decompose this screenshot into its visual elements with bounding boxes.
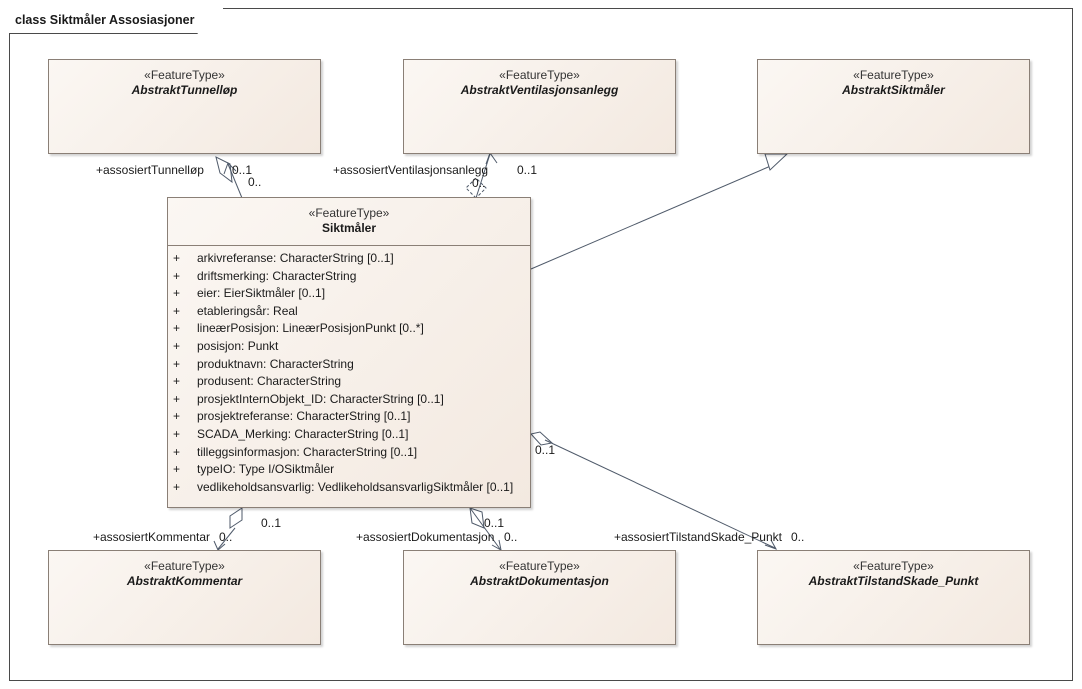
attribute-row: + produktnavn: CharacterString	[168, 356, 530, 374]
class-name: AbstraktKommentar	[126, 574, 243, 588]
association-line-dokumentasjon	[469, 507, 501, 550]
role-label-kommentar: +assosiertKommentar	[93, 530, 211, 544]
aggregation-dokumentasjon	[469, 507, 485, 529]
class-abstrakt-siktmaler[interactable]: «FeatureType» AbstraktSiktmåler	[757, 59, 1030, 154]
visibility-marker: +	[173, 356, 181, 371]
role-label-dokumentasjon: +assosiertDokumentasjon	[356, 530, 495, 544]
aggregation-tunnellop	[215, 156, 233, 184]
attribute-row: + eier: EierSiktmåler [0..1]	[168, 285, 530, 303]
visibility-marker: +	[173, 426, 181, 441]
visibility-marker: +	[173, 444, 181, 459]
attribute-list: +arkivreferanse: CharacterString [0..1] …	[168, 246, 530, 496]
association-line-tilstandskade	[544, 439, 776, 549]
visibility-marker: +	[173, 374, 181, 389]
class-name: AbstraktTunnelløp	[131, 83, 238, 97]
multiplicity-target-tunnellop: 0..1	[232, 163, 253, 177]
diagram-title: class Siktmåler Assosiasjoner	[9, 8, 223, 33]
attribute-text: typeIO: Type I/OSiktmåler	[197, 462, 335, 477]
class-name: AbstraktVentilasjonsanlegg	[460, 83, 619, 97]
attribute-row: + SCADA_Merking: CharacterString [0..1]	[168, 426, 530, 444]
attribute-row: + produsent: CharacterString	[168, 373, 530, 391]
class-abstrakt-dokumentasjon[interactable]: «FeatureType» AbstraktDokumentasjon	[403, 550, 676, 645]
attribute-row: + arkivreferanse: CharacterString [0..1]	[168, 250, 530, 268]
class-abstrakt-ventilasjonsanlegg[interactable]: «FeatureType» AbstraktVentilasjonsanlegg	[403, 59, 676, 154]
multiplicity-source-dokumentasjon: 0..1	[484, 516, 505, 530]
class-name: AbstraktTilstandSkade_Punkt	[808, 574, 979, 588]
attribute-text: SCADA_Merking: CharacterString [0..1]	[197, 426, 409, 441]
attribute-row: + etableringsår: Real	[168, 303, 530, 321]
class-abstrakt-kommentar[interactable]: «FeatureType» AbstraktKommentar	[48, 550, 321, 645]
attribute-text: driftsmerking: CharacterString	[197, 268, 357, 283]
visibility-marker: +	[173, 286, 181, 301]
attribute-text: produsent: CharacterString	[197, 374, 342, 389]
role-label-tunnellop: +assosiertTunnelløp	[96, 163, 204, 177]
stereotype-label: «FeatureType»	[144, 559, 225, 573]
class-abstrakt-tilstandskade-punkt[interactable]: «FeatureType» AbstraktTilstandSkade_Punk…	[757, 550, 1030, 645]
attribute-row: + lineærPosisjon: LineærPosisjonPunkt [0.…	[168, 320, 530, 338]
visibility-marker: +	[173, 338, 181, 353]
attribute-text: prosjektInternObjekt_ID: CharacterString…	[197, 391, 444, 406]
visibility-marker: +	[173, 303, 181, 318]
association-line-ventilasjon	[475, 153, 491, 199]
visibility-marker: +	[173, 479, 181, 494]
aggregation-ventilasjon	[465, 177, 487, 199]
aggregation-kommentar	[229, 507, 243, 529]
stereotype-label: «FeatureType»	[308, 206, 390, 220]
stereotype-label: «FeatureType»	[853, 68, 934, 82]
class-name: Siktmåler	[321, 221, 377, 235]
stereotype-label: «FeatureType»	[499, 68, 580, 82]
stereotype-label: «FeatureType»	[853, 559, 934, 573]
stereotype-label: «FeatureType»	[499, 559, 580, 573]
visibility-marker: +	[173, 462, 181, 477]
aggregation-tilstandskade	[530, 431, 554, 446]
multiplicity-source-tilstandskade: 0..1	[535, 443, 556, 457]
multiplicity-target-dokumentasjon: 0..	[504, 530, 518, 544]
generalization-line	[530, 164, 774, 270]
diagram-frame	[9, 8, 1073, 681]
class-abstrakt-tunnellop[interactable]: «FeatureType» AbstraktTunnelløp	[48, 59, 321, 154]
role-label-ventilasjon: +assosiertVentilasjonsanlegg	[333, 163, 489, 177]
multiplicity-source-ventilasjon: 0..	[472, 176, 486, 190]
attribute-row: + prosjektInternObjekt_ID: CharacterStrin…	[168, 391, 530, 409]
attribute-text: arkivreferanse: CharacterString [0..1]	[197, 251, 394, 265]
attribute-row: + vedlikeholdsansvarlig: Vedlikeholdsansv…	[168, 479, 530, 497]
attribute-text: tilleggsinformasjon: CharacterString [0.…	[197, 444, 418, 459]
attribute-row: + driftsmerking: CharacterString	[168, 268, 530, 286]
attribute-text: etableringsår: Real	[197, 303, 298, 318]
attribute-row: + posisjon: Punkt	[168, 338, 530, 356]
association-line-kommentar	[217, 527, 236, 550]
visibility-marker: +	[173, 268, 181, 283]
attribute-text: eier: EierSiktmåler [0..1]	[197, 286, 326, 301]
class-name: AbstraktSiktmåler	[842, 83, 945, 97]
class-siktmaler[interactable]: «FeatureType» Siktmåler + arkivreferanse:…	[167, 197, 531, 508]
attribute-text: vedlikeholdsansvarlig: Vedlikeholdsansva…	[197, 479, 514, 494]
class-name: AbstraktDokumentasjon	[470, 574, 609, 588]
arrowhead-tilstandskade	[764, 539, 778, 550]
multiplicity-target-kommentar: 0..	[219, 530, 233, 544]
visibility-marker: +	[173, 321, 181, 336]
stereotype-label: «FeatureType»	[144, 68, 225, 82]
attribute-text: posisjon: Punkt	[197, 338, 279, 353]
attribute-row: + prosjektreferanse: CharacterString [0..…	[168, 408, 530, 426]
attribute-row: + tilleggsinformasjon: CharacterString [0…	[168, 444, 530, 462]
visibility-marker: +	[173, 391, 181, 406]
attribute-text: prosjektreferanse: CharacterString [0..1…	[197, 409, 411, 424]
visibility-marker: +	[173, 251, 181, 265]
attribute-row: + typeIO: Type I/OSiktmåler	[168, 461, 530, 479]
multiplicity-target-ventilasjon: 0..1	[517, 163, 538, 177]
multiplicity-target-tilstandskade: 0..	[791, 530, 805, 544]
generalization-triangle	[764, 153, 789, 171]
attribute-text: produktnavn: CharacterString	[197, 356, 354, 371]
multiplicity-source-tunnellop: 0..	[248, 175, 262, 189]
attribute-text: lineærPosisjon: LineærPosisjonPunkt [0..…	[197, 321, 424, 336]
visibility-marker: +	[173, 409, 181, 424]
attribute-separator	[168, 245, 530, 246]
multiplicity-source-kommentar: 0..1	[261, 516, 282, 530]
role-label-tilstandskade: +assosiertTilstandSkade_Punkt	[614, 530, 782, 544]
